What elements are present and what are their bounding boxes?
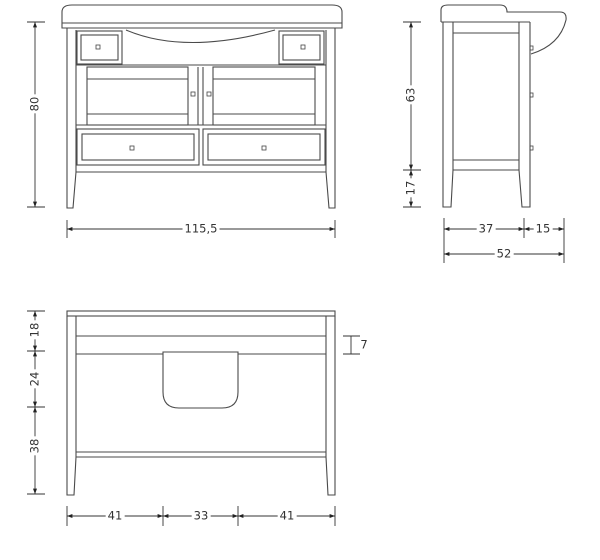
right-door: [212, 66, 316, 126]
handle-icon: [129, 145, 135, 151]
front-view: [27, 4, 343, 238]
cabinet-body: [66, 28, 336, 209]
handle-icon: [261, 145, 267, 151]
basin-top: [61, 4, 343, 29]
left-door: [86, 66, 189, 126]
basin-cutout: [162, 351, 239, 409]
handle-icon: [529, 92, 534, 98]
side-upper-height-label: 63: [403, 85, 418, 105]
bottom-left-drawer-panel: [81, 133, 195, 161]
front-handles: [95, 44, 306, 151]
plan-view: [27, 310, 360, 526]
plan-top-section-label: 18: [27, 320, 42, 340]
side-view: [403, 4, 567, 263]
bottom-left-drawer: [76, 128, 200, 166]
plan-middle-section-label: 24: [27, 369, 42, 389]
plan-bottom-section-label: 38: [27, 436, 42, 456]
plan-legs: [66, 316, 336, 496]
side-basin: [440, 4, 567, 55]
top-right-drawer-panel: [282, 34, 321, 61]
plan-horizontal-extension-lines: [66, 506, 336, 526]
handle-icon: [529, 45, 534, 51]
side-total-depth-label: 52: [494, 246, 514, 261]
top-left-drawer-panel: [80, 34, 119, 61]
side-overhang-label: 15: [533, 221, 553, 236]
bottom-right-drawer: [202, 128, 326, 166]
handle-icon: [206, 91, 212, 97]
handle-icon: [95, 44, 101, 50]
handle-icon: [300, 44, 306, 50]
top-right-drawer: [278, 30, 325, 65]
side-leg-height-label: 17: [403, 178, 418, 198]
side-body-depth-label: 37: [476, 221, 496, 236]
basin-curve: [125, 29, 276, 43]
top-left-drawer: [76, 30, 123, 65]
front-height-label: 80: [27, 94, 42, 114]
side-handles: [529, 45, 534, 151]
handle-icon: [529, 145, 534, 151]
plan-vertical-extension-lines: [27, 310, 45, 495]
plan-right-width-label: 41: [277, 508, 297, 523]
handle-icon: [190, 91, 196, 97]
front-width-label: 115,5: [182, 221, 220, 236]
plan-left-width-label: 41: [105, 508, 125, 523]
side-body: [442, 22, 531, 208]
plan-top-edge: [66, 310, 336, 317]
plan-rail-gap-label: 7: [358, 337, 370, 352]
plan-center-width-label: 33: [191, 508, 211, 523]
bottom-right-drawer-panel: [207, 133, 321, 161]
